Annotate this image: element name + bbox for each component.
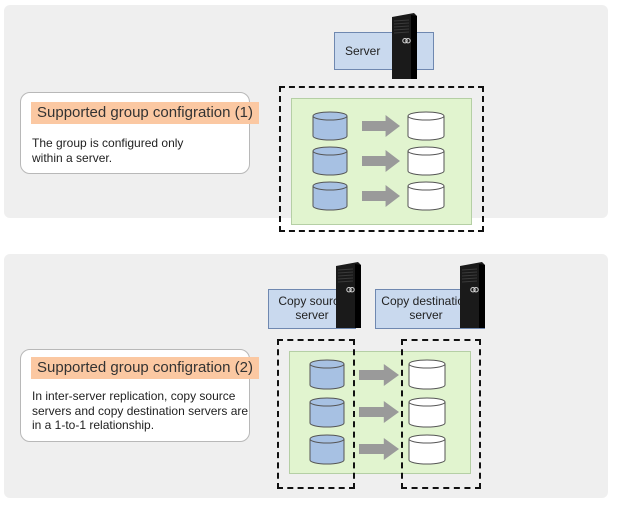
right-arrow-icon (362, 150, 400, 172)
server-label-line: Copy destination (381, 294, 471, 308)
configuration-2-callout: Supported group configration (2) In inte… (20, 349, 259, 442)
source-volume-icon (309, 359, 345, 390)
destination-server-label: Copy destination server (376, 294, 476, 322)
source-volume-icon (309, 434, 345, 465)
destination-server-boundary (401, 339, 481, 489)
source-volume-icon (312, 181, 348, 211)
configuration-1-callout: Supported group configration (1) The gro… (20, 92, 259, 174)
right-arrow-icon (362, 115, 400, 137)
description-line: in a 1-to-1 relationship. (32, 418, 155, 432)
server-tower-icon (389, 13, 417, 79)
source-volume-icon (309, 397, 345, 428)
source-volume-icon (312, 146, 348, 176)
description-line: within a server. (32, 150, 113, 165)
destination-volume-icon (408, 359, 446, 390)
description-line: The group is configured only (32, 136, 184, 150)
server-label: Server (345, 44, 381, 58)
right-arrow-icon (359, 438, 399, 460)
destination-volume-icon (407, 181, 445, 211)
destination-volume-icon (407, 146, 445, 176)
server-label-line: Copy source (278, 294, 346, 308)
configuration-2-description: In inter-server replication, copy source… (32, 389, 248, 433)
server-tower-icon (333, 262, 361, 328)
configuration-2-panel: Supported group configration (2) In inte… (4, 254, 608, 498)
destination-volume-icon (407, 111, 445, 141)
description-line: In inter-server replication, copy source (32, 389, 236, 403)
source-volume-icon (312, 111, 348, 141)
configuration-1-description: The group is configured only within a se… (32, 136, 183, 165)
right-arrow-icon (359, 401, 399, 423)
source-server-label: Copy source server (269, 294, 355, 322)
destination-volume-icon (408, 434, 446, 465)
source-server-boundary (277, 339, 355, 489)
configuration-1-panel: Supported group configration (1) The gro… (4, 5, 608, 232)
server-label-line: server (295, 308, 329, 322)
description-line: servers and copy destination servers are (32, 403, 249, 418)
server-tower-icon (457, 262, 485, 328)
configuration-2-title: Supported group configration (2) (31, 357, 259, 379)
server-box: Server (334, 32, 434, 70)
right-arrow-icon (362, 185, 400, 207)
configuration-1-title: Supported group configration (1) (31, 102, 259, 124)
server-label-line: server (409, 308, 443, 322)
group-boundary (279, 86, 484, 232)
destination-volume-icon (408, 397, 446, 428)
right-arrow-icon (359, 364, 399, 386)
